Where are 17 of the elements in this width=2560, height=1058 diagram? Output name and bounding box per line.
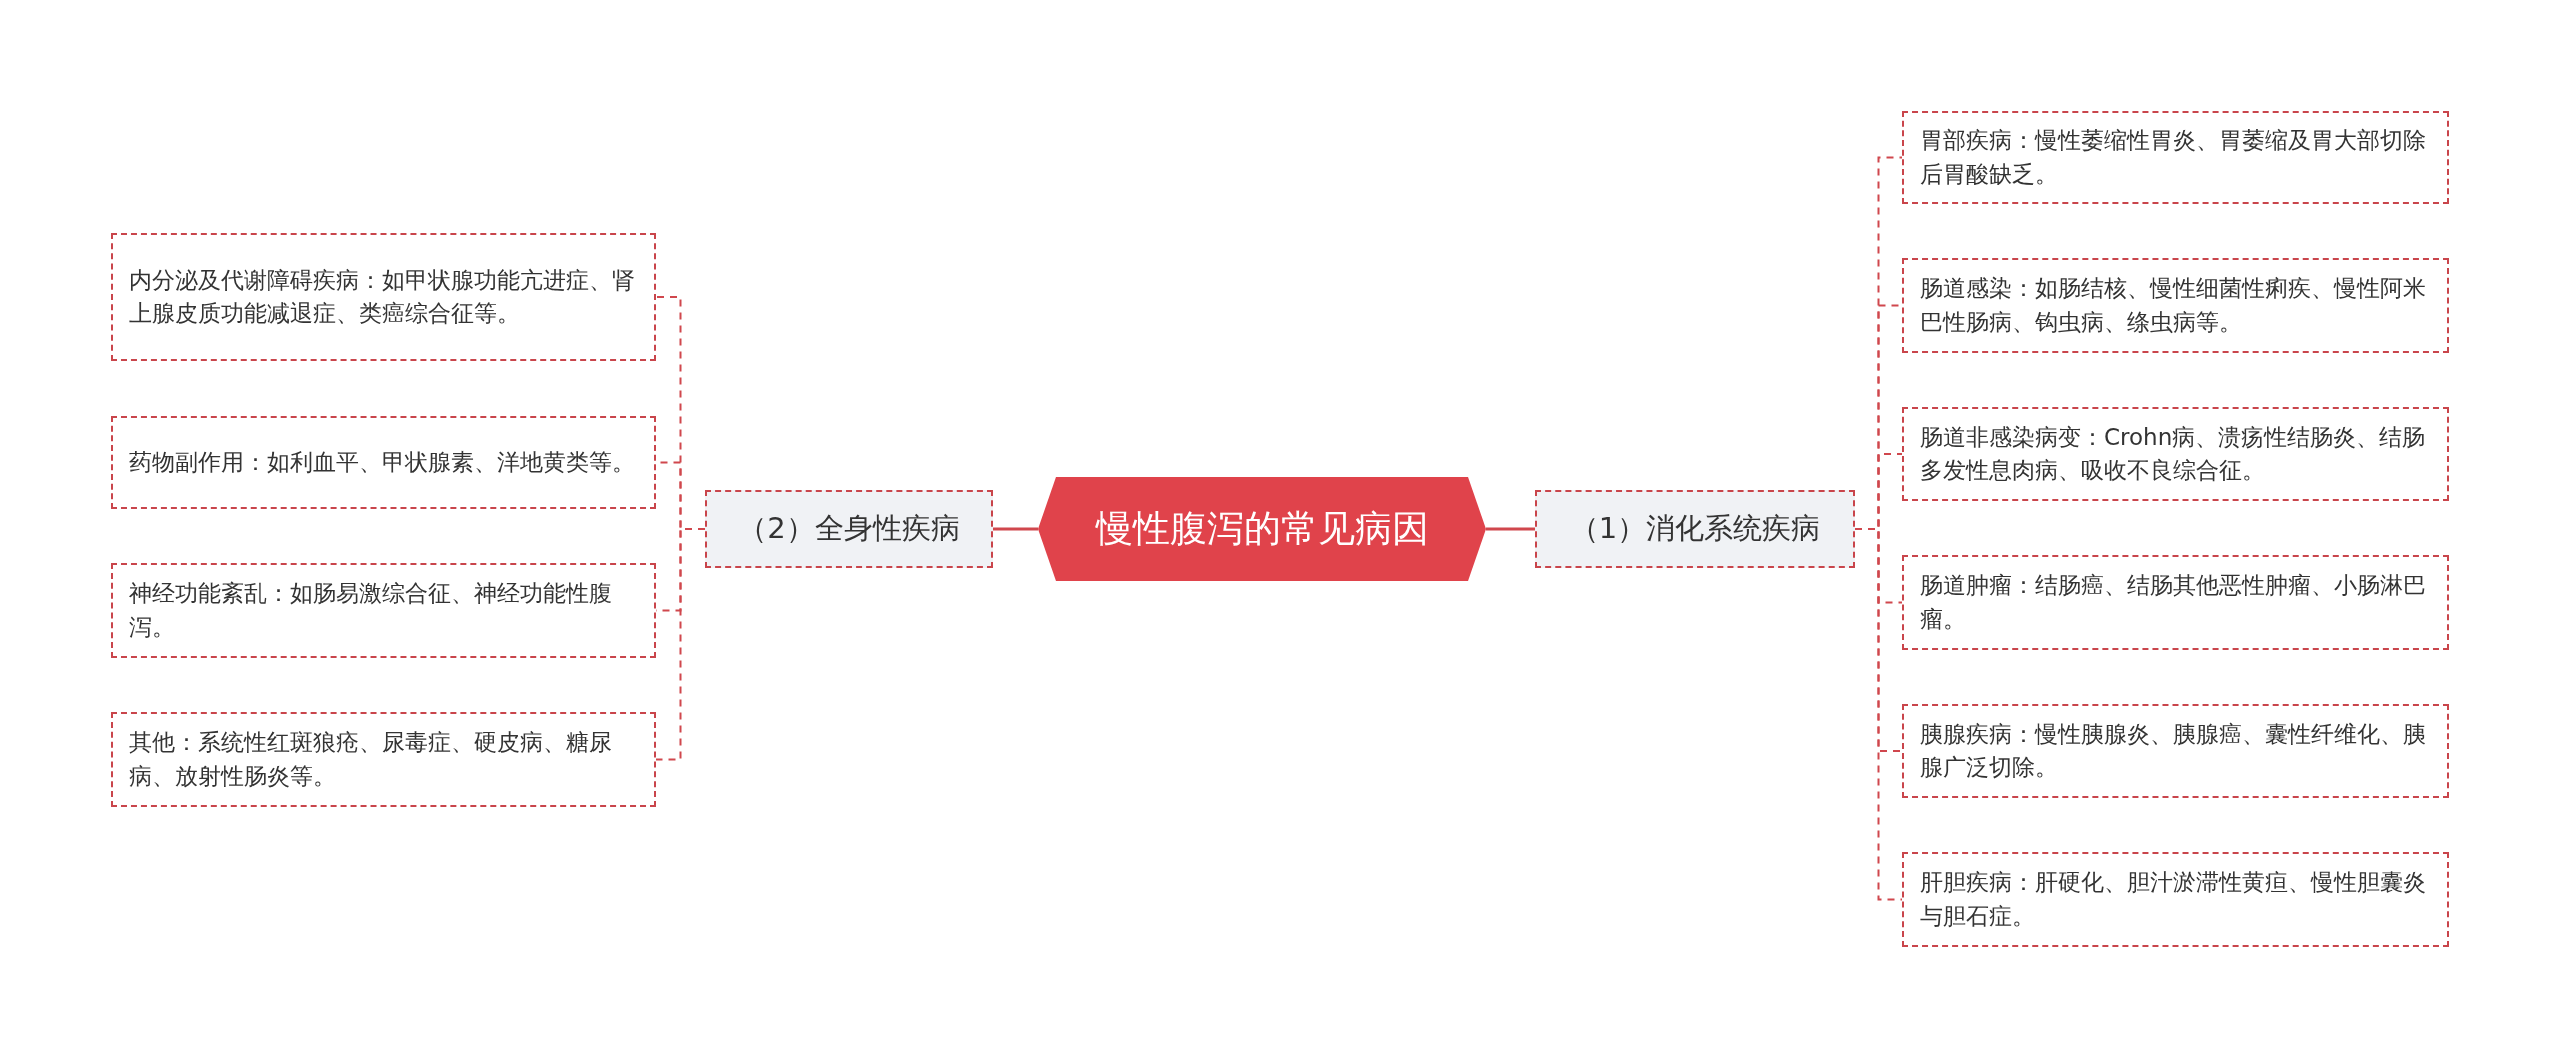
cause-box: 肠道感染：如肠结核、慢性细菌性痢疾、慢性阿米巴性肠病、钩虫病、绦虫病等。 <box>1902 258 2449 353</box>
connector-line <box>993 527 1038 531</box>
cause-box: 神经功能紊乱：如肠易激综合征、神经功能性腹泻。 <box>111 563 656 658</box>
branch-box: （1）消化系统疾病 <box>1535 490 1855 568</box>
cause-box: 其他：系统性红斑狼疮、尿毒症、硬皮病、糖尿病、放射性肠炎等。 <box>111 712 656 807</box>
cause-box: 肝胆疾病：肝硬化、胆汁淤滞性黄疸、慢性胆囊炎与胆石症。 <box>1902 852 2449 947</box>
topic-hexagon <box>1038 477 1486 581</box>
cause-box: 肠道非感染病变：Crohn病、溃疡性结肠炎、结肠多发性息肉病、吸收不良综合征。 <box>1902 407 2449 501</box>
cause-box: 肠道肿瘤：结肠癌、结肠其他恶性肿瘤、小肠淋巴瘤。 <box>1902 555 2449 650</box>
cause-box: 胰腺疾病：慢性胰腺炎、胰腺癌、囊性纤维化、胰腺广泛切除。 <box>1902 704 2449 798</box>
branch-box: （2）全身性疾病 <box>705 490 993 568</box>
connector-line <box>655 528 706 761</box>
connector-line <box>1486 527 1535 531</box>
topic-text: 慢性腹泻的常见病因 <box>1095 506 1429 552</box>
cause-box: 胃部疾病：慢性萎缩性胃炎、胃萎缩及胃大部切除后胃酸缺乏。 <box>1902 111 2449 204</box>
cause-box: 药物副作用：如利血平、甲状腺素、洋地黄类等。 <box>111 416 656 509</box>
cause-box: 内分泌及代谢障碍疾病：如甲状腺功能亢进症、肾上腺皮质功能减退症、类癌综合征等。 <box>111 233 656 361</box>
